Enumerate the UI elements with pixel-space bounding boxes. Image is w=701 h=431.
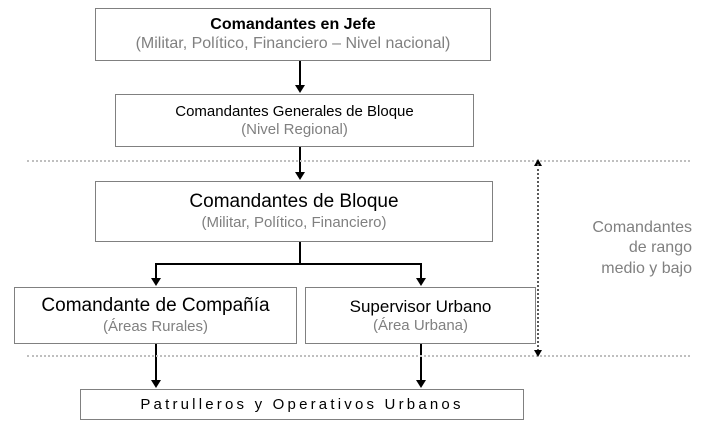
node-supervisor-urbano: Supervisor Urbano (Área Urbana) [305,287,536,344]
node-patrulleros-y-operativos-urbanos: Patrulleros y Operativos Urbanos [80,389,524,420]
range-arrow-down-icon [534,350,542,357]
node-title: Supervisor Urbano [349,296,492,316]
connector-to-company [155,263,157,279]
arrowhead-company [151,278,161,286]
annotation-comandantes-rango-medio-bajo: Comandantes de rango medio y bajo [556,218,692,279]
node-title: Comandantes Generales de Bloque [175,102,414,120]
arrowhead-patrollers-right [416,380,426,388]
range-arrow-up-icon [534,159,542,166]
band-separator-bottom [27,355,690,357]
connector-company-to-patrollers [155,344,157,381]
range-indicator-line [537,164,539,351]
arrowhead-block-general [295,85,305,93]
arrowhead-urban [416,278,426,286]
annotation-line-3: medio y bajo [601,259,692,277]
node-title: Patrulleros y Operativos Urbanos [140,395,464,413]
node-title: Comandante de Compañía [41,295,270,317]
connector-chief-to-block-general [299,61,301,86]
node-subtitle: (Área Urbana) [372,316,469,334]
node-subtitle: (Militar, Político, Financiero – Nivel n… [135,34,451,52]
node-subtitle: (Nivel Regional) [241,120,348,138]
node-comandantes-de-bloque: Comandantes de Bloque (Militar, Político… [95,181,493,242]
node-title: Comandantes de Bloque [189,191,399,213]
annotation-line-1: Comandantes [592,219,692,236]
node-title: Comandantes en Jefe [210,15,376,33]
annotation-line-2: de rango [628,239,692,257]
connector-to-urban [420,263,422,279]
connector-urban-to-patrollers [420,344,422,381]
connector-block-commander-stem [299,242,301,264]
connector-block-commander-split-bar [155,263,421,265]
node-subtitle: (Áreas Rurales) [102,317,209,335]
arrowhead-patrollers-left [151,380,161,388]
node-subtitle: (Militar, Político, Financiero) [201,213,387,231]
arrowhead-block-commander [295,172,305,180]
band-separator-top [27,160,690,162]
node-comandantes-en-jefe: Comandantes en Jefe (Militar, Político, … [95,8,491,61]
node-comandante-de-compania: Comandante de Compañía (Áreas Rurales) [14,287,297,344]
node-comandantes-generales-de-bloque: Comandantes Generales de Bloque (Nivel R… [115,94,474,147]
